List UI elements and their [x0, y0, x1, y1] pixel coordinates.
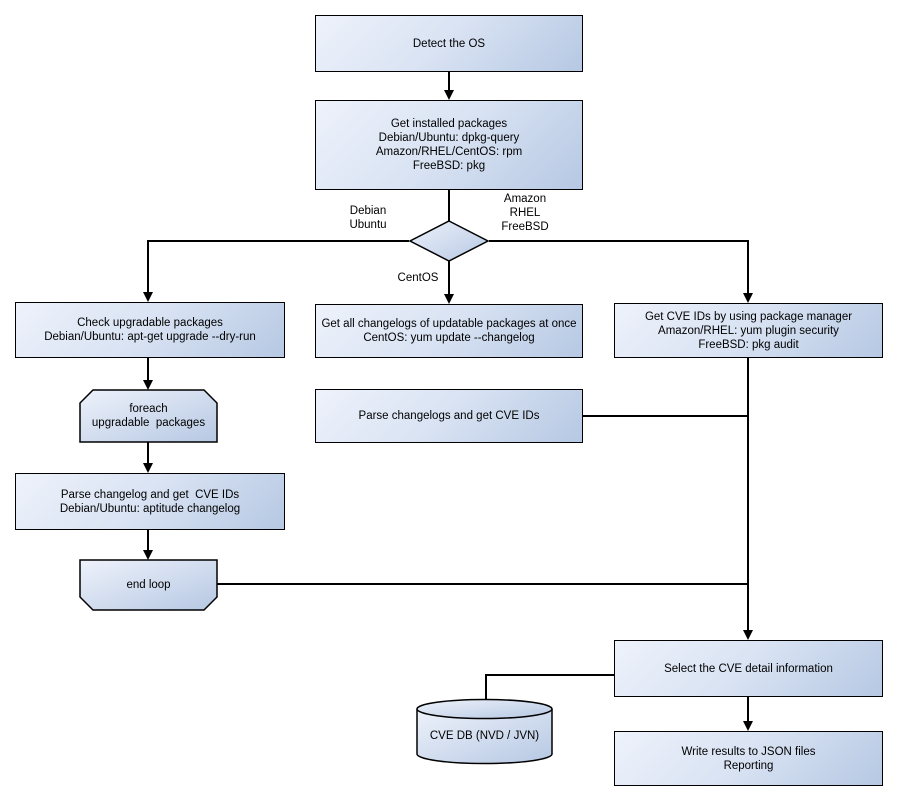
node-select-cve-detail: Select the CVE detail information [614, 640, 883, 697]
edge-label-amazon-rhel-freebsd: Amazon RHEL FreeBSD [501, 193, 549, 233]
connector-line [747, 697, 749, 723]
connector-line [147, 240, 409, 242]
decision-os-type [408, 220, 490, 262]
node-parse-changelog: Parse changelog and get CVE IDs Debian/U… [15, 473, 285, 530]
connector-line [448, 261, 450, 296]
node-foreach-upgradable: foreach upgradable packages [91, 403, 206, 429]
arrowhead-icon [143, 550, 153, 560]
node-write-results: Write results to JSON files Reporting [614, 731, 883, 786]
node-cve-db: CVE DB (NVD / JVN) [429, 730, 540, 742]
arrowhead-icon [444, 294, 454, 304]
connector-line [147, 358, 149, 382]
loop-end-shape [79, 559, 218, 611]
connector-line [448, 190, 450, 221]
connector-line [747, 358, 749, 632]
arrowhead-icon [143, 380, 153, 390]
connector-line [485, 674, 615, 676]
edge-label-debian-ubuntu: Debian Ubuntu [349, 205, 387, 231]
connector-line [747, 240, 749, 295]
arrowhead-icon [743, 630, 753, 640]
connector-line [448, 71, 450, 92]
connector-line [147, 442, 149, 465]
connector-line [485, 674, 487, 701]
arrowhead-icon [143, 463, 153, 473]
arrowhead-icon [743, 293, 753, 303]
node-get-all-changelogs: Get all changelogs of updatable packages… [315, 304, 583, 358]
connector-line [217, 583, 748, 585]
node-parse-changelogs: Parse changelogs and get CVE IDs [315, 389, 583, 443]
connector-line [147, 530, 149, 552]
connector-line [583, 415, 748, 417]
node-check-upgradable-packages: Check upgradable packages Debian/Ubuntu:… [15, 302, 285, 358]
arrowhead-icon [143, 292, 153, 302]
database-cylinder [416, 698, 553, 765]
node-get-cve-ids: Get CVE IDs by using package manager Ama… [614, 303, 883, 358]
arrowhead-icon [444, 90, 454, 100]
loop-start-shape [79, 389, 218, 443]
node-get-installed-packages: Get installed packages Debian/Ubuntu: dp… [315, 100, 583, 190]
connector-line [147, 240, 149, 294]
node-detect-os: Detect the OS [315, 15, 583, 72]
arrowhead-icon [743, 721, 753, 731]
node-end-loop: end loop [126, 579, 171, 591]
connector-line [489, 240, 748, 242]
edge-label-centos: CentOS [397, 272, 439, 284]
